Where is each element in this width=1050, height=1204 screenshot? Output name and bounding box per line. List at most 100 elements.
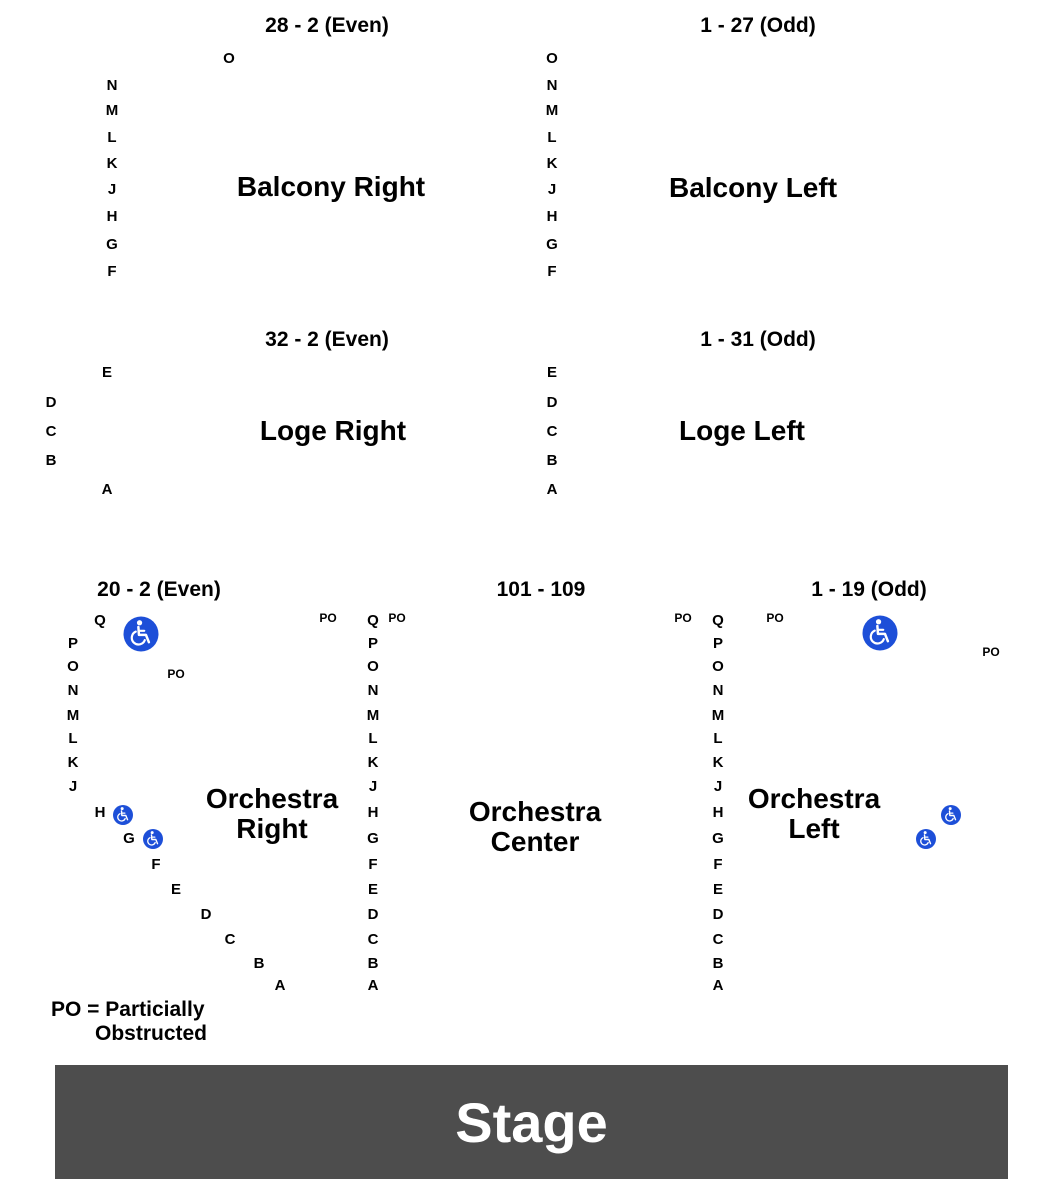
- row-label: H: [106, 208, 118, 225]
- po-legend: PO = Particially Obstructed: [51, 998, 207, 1046]
- loge-right-row-B: B: [45, 452, 57, 469]
- balcony-right-row-O: O: [223, 50, 235, 67]
- row-label: M: [711, 707, 725, 724]
- row-label: J: [368, 778, 378, 795]
- row-label: H: [367, 804, 379, 821]
- row-label: O: [546, 50, 558, 67]
- row-label: L: [368, 730, 378, 747]
- orchestra-right-row-E: E: [170, 881, 181, 898]
- row-label: H: [712, 804, 724, 821]
- orchestra-right-row-H: H: [94, 804, 106, 821]
- orchestra-right-row-P: P: [67, 635, 78, 652]
- section-name-line1: Orchestra: [205, 783, 339, 814]
- orchestra-center-section[interactable]: Orchestra Center: [469, 797, 601, 857]
- orchestra-right-row-D: D: [200, 906, 212, 923]
- row-label: N: [546, 77, 558, 94]
- po-marker: PO: [982, 645, 1000, 659]
- orchestra-right-row-B: B: [253, 955, 265, 972]
- wheelchair-icon: [941, 805, 961, 825]
- balcony-right-section[interactable]: Balcony Right: [236, 171, 426, 202]
- row-label: D: [367, 906, 379, 923]
- row-label: G: [367, 830, 379, 847]
- row-label: A: [712, 977, 724, 994]
- row-label: J: [713, 778, 723, 795]
- row-label: F: [107, 263, 117, 280]
- row-label: G: [546, 236, 558, 253]
- row-label: F: [547, 263, 557, 280]
- row-label: K: [106, 155, 118, 172]
- loge-left-seat-range: 1 - 31 (Odd): [700, 328, 816, 351]
- row-label: L: [713, 730, 723, 747]
- row-label: D: [546, 394, 558, 411]
- orchestra-right-row-A: A: [274, 977, 286, 994]
- row-label: K: [712, 754, 724, 771]
- orchestra-right-row-O: O: [67, 658, 79, 675]
- row-label: O: [367, 658, 379, 675]
- loge-right-row-D: D: [45, 394, 57, 411]
- stage: Stage: [55, 1065, 1008, 1179]
- orchestra-right-row-F: F: [151, 856, 161, 873]
- orchestra-right-row-L: L: [68, 730, 78, 747]
- orchestra-right-row-N: N: [67, 682, 79, 699]
- wheelchair-icon: [916, 829, 936, 849]
- row-label: M: [545, 102, 559, 119]
- row-label: A: [546, 481, 558, 498]
- row-label: M: [366, 707, 380, 724]
- row-label: N: [712, 682, 724, 699]
- row-label: Q: [367, 612, 379, 629]
- row-label: A: [367, 977, 379, 994]
- row-label: C: [367, 931, 379, 948]
- row-label: N: [367, 682, 379, 699]
- loge-right-seat-range: 32 - 2 (Even): [265, 328, 389, 351]
- row-label: H: [546, 208, 558, 225]
- row-label: O: [712, 658, 724, 675]
- row-label: J: [547, 181, 557, 198]
- orchestra-left-seat-range: 1 - 19 (Odd): [811, 578, 927, 601]
- section-name-line1: Orchestra: [468, 796, 602, 827]
- loge-right-row-E: E: [101, 364, 112, 381]
- row-label: C: [712, 931, 724, 948]
- row-label: P: [712, 635, 723, 652]
- row-label: K: [367, 754, 379, 771]
- po-marker: PO: [674, 611, 692, 625]
- legend-line2: Obstructed: [95, 1022, 208, 1045]
- orchestra-right-row-Q: Q: [94, 612, 106, 629]
- row-label: N: [106, 77, 118, 94]
- section-name-line2: Center: [490, 826, 580, 857]
- orchestra-right-seat-range: 20 - 2 (Even): [97, 578, 221, 601]
- section-name-line2: Right: [236, 813, 308, 844]
- wheelchair-icon: [113, 805, 133, 825]
- orchestra-right-row-G: G: [123, 830, 135, 847]
- row-label: B: [367, 955, 379, 972]
- row-label: L: [107, 129, 117, 146]
- row-label: C: [546, 423, 558, 440]
- wheelchair-icon: [143, 829, 163, 849]
- po-marker: PO: [388, 611, 406, 625]
- balcony-right-seat-range: 28 - 2 (Even): [265, 14, 389, 37]
- row-label: B: [546, 452, 558, 469]
- loge-right-row-C: C: [45, 423, 57, 440]
- balcony-left-section[interactable]: Balcony Left: [668, 172, 838, 203]
- section-name-line1: Orchestra: [747, 783, 881, 814]
- loge-right-section[interactable]: Loge Right: [259, 415, 407, 446]
- orchestra-right-row-M: M: [66, 707, 80, 724]
- row-label: F: [713, 856, 723, 873]
- balcony-left-seat-range: 1 - 27 (Odd): [700, 14, 816, 37]
- wheelchair-icon: [862, 615, 898, 651]
- row-label: E: [712, 881, 723, 898]
- po-marker: PO: [167, 667, 185, 681]
- orchestra-right-row-K: K: [67, 754, 79, 771]
- orchestra-right-row-C: C: [224, 931, 236, 948]
- orchestra-left-section[interactable]: Orchestra Left: [748, 784, 880, 844]
- row-label: G: [106, 236, 118, 253]
- row-label: Q: [712, 612, 724, 629]
- row-label: E: [546, 364, 557, 381]
- orchestra-right-row-J: J: [68, 778, 78, 795]
- orchestra-right-section[interactable]: Orchestra Right: [206, 784, 338, 844]
- row-label: P: [367, 635, 378, 652]
- loge-left-section[interactable]: Loge Left: [679, 415, 805, 446]
- row-label: K: [546, 155, 558, 172]
- row-label: D: [712, 906, 724, 923]
- row-label: J: [107, 181, 117, 198]
- row-label: B: [712, 955, 724, 972]
